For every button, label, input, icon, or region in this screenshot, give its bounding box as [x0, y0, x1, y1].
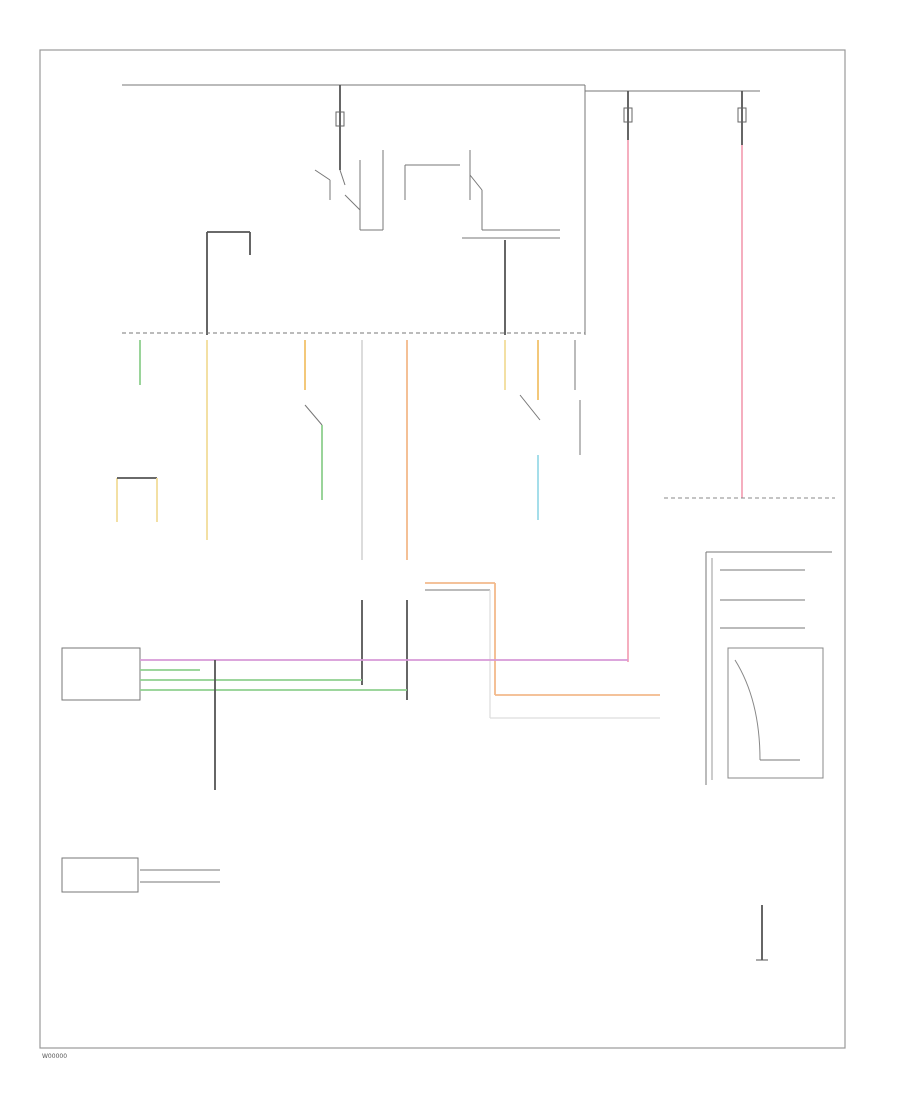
- right-module: [705, 551, 832, 785]
- wiring-middle: [116, 340, 581, 560]
- fuse-block-top: [335, 85, 747, 170]
- top-power-bus: [122, 84, 760, 335]
- lower-module-box: [61, 857, 139, 893]
- center-switch: [361, 582, 660, 719]
- relay-right: [404, 150, 560, 239]
- relay-left: [314, 150, 384, 231]
- module-box: [206, 231, 506, 335]
- footer-code: W00000: [42, 1053, 67, 1060]
- lower-module-wires: [140, 869, 220, 883]
- control-module-box: [61, 647, 141, 701]
- module-output-wires: [140, 659, 628, 790]
- pink-feed-wires: [627, 140, 835, 662]
- right-ground: [756, 905, 768, 961]
- diagram-frame: [39, 49, 846, 1049]
